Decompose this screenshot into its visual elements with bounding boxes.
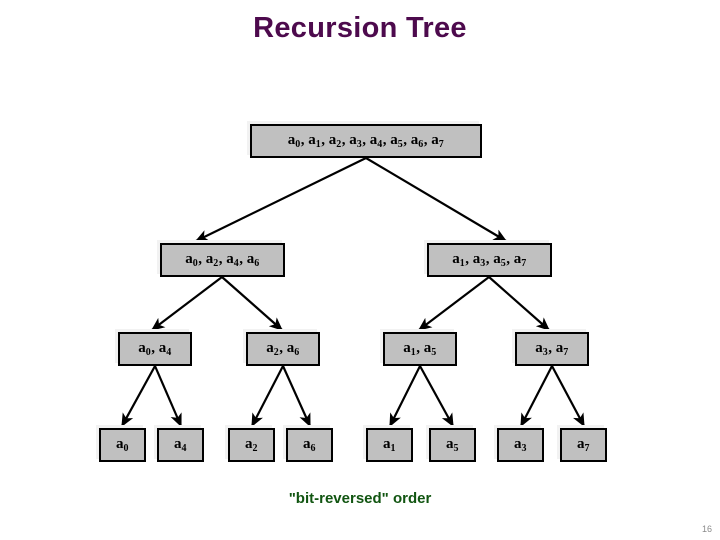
tree-node-leaf-a2: a2 xyxy=(228,428,275,462)
page-number: 16 xyxy=(701,524,712,534)
tree-edge-even-to-a0a4 xyxy=(150,276,223,331)
tree-node-label: a3 xyxy=(514,436,527,454)
tree-node-label: a0, a4 xyxy=(138,340,172,358)
tree-node-label: a7 xyxy=(577,436,590,454)
tree-node-label: a0, a2, a4, a6 xyxy=(185,251,260,269)
tree-edge-odd-to-a1a5 xyxy=(417,276,490,331)
tree-edge-even-to-a2a6 xyxy=(221,276,283,331)
tree-node-leaf-a3: a3 xyxy=(497,428,544,462)
tree-node-leaf-a5: a5 xyxy=(429,428,476,462)
tree-node-a2a6: a2, a6 xyxy=(246,332,320,366)
tree-edge-a0a4-to-leaf-a4 xyxy=(153,365,183,428)
tree-edge-a3a7-to-leaf-a3 xyxy=(520,365,553,428)
tree-edge-a3a7-to-leaf-a7 xyxy=(551,365,585,428)
tree-node-leaf-a1: a1 xyxy=(366,428,413,462)
tree-node-label: a6 xyxy=(303,436,316,454)
tree-node-label: a1, a3, a5, a7 xyxy=(452,251,527,269)
tree-node-leaf-a7: a7 xyxy=(560,428,607,462)
tree-edge-odd-to-a3a7 xyxy=(488,276,550,331)
tree-node-root: a0, a1, a2, a3, a4, a5, a6, a7 xyxy=(250,124,482,158)
tree-node-label: a3, a7 xyxy=(535,340,569,358)
tree-edge-a2a6-to-leaf-a6 xyxy=(281,365,312,428)
tree-node-label: a2, a6 xyxy=(266,340,300,358)
page-title: Recursion Tree xyxy=(253,12,467,44)
edge-group xyxy=(121,157,585,428)
tree-node-leaf-a0: a0 xyxy=(99,428,146,462)
tree-node-odd: a1, a3, a5, a7 xyxy=(427,243,552,277)
tree-edge-a1a5-to-leaf-a5 xyxy=(419,365,454,428)
tree-edge-a2a6-to-leaf-a2 xyxy=(251,365,284,428)
tree-node-a1a5: a1, a5 xyxy=(383,332,457,366)
tree-edge-root-to-even xyxy=(194,157,367,242)
tree-node-a0a4: a0, a4 xyxy=(118,332,192,366)
tree-edge-root-to-odd xyxy=(365,157,508,242)
tree-node-a3a7: a3, a7 xyxy=(515,332,589,366)
tree-node-label: a0 xyxy=(116,436,129,454)
tree-node-label: a1, a5 xyxy=(403,340,437,358)
tree-node-label: a2 xyxy=(245,436,258,454)
tree-node-label: a4 xyxy=(174,436,187,454)
tree-node-label: a1 xyxy=(383,436,396,454)
tree-node-leaf-a4: a4 xyxy=(157,428,204,462)
tree-edge-a0a4-to-leaf-a0 xyxy=(121,365,156,428)
bit-reversed-caption: "bit-reversed" order xyxy=(288,490,432,507)
tree-node-leaf-a6: a6 xyxy=(286,428,333,462)
tree-node-label: a0, a1, a2, a3, a4, a5, a6, a7 xyxy=(287,132,444,150)
tree-node-even: a0, a2, a4, a6 xyxy=(160,243,285,277)
tree-edge-a1a5-to-leaf-a1 xyxy=(389,365,421,428)
tree-node-label: a5 xyxy=(446,436,459,454)
